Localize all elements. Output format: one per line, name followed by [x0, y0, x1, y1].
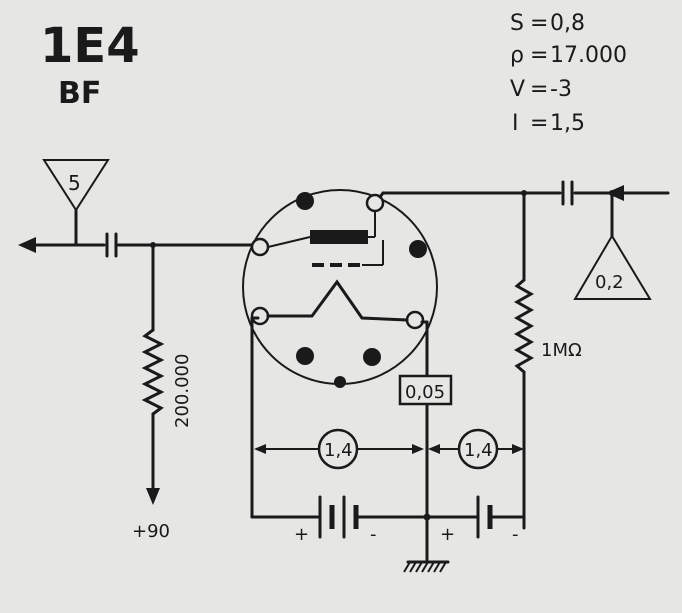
left-triangle	[42, 159, 110, 212]
tube-name: 1E4	[40, 18, 140, 74]
supply-arrow-icon	[146, 488, 160, 505]
tube-pin	[296, 192, 314, 210]
plate-resistor-label: 1MΩ	[541, 340, 582, 361]
battery-right-minus: -	[512, 524, 519, 545]
parameter-list: S = 0,8 ρ = 17.000 V = -3 I = 1,5	[510, 11, 627, 136]
param-symbol-s: S	[510, 11, 524, 36]
tube-function: BF	[58, 76, 101, 111]
tube-grid-lead	[267, 236, 311, 248]
tube-filament	[266, 279, 409, 322]
tube-plate	[310, 230, 368, 244]
voltage-circle-left	[317, 428, 359, 470]
tube-pin-filament-left	[250, 306, 270, 326]
filament-current-label: 0,05	[405, 382, 445, 403]
tube-key	[334, 376, 346, 388]
filament-current-box	[398, 374, 453, 406]
param-equals: =	[530, 43, 548, 68]
param-equals: =	[530, 77, 548, 102]
grid-resistor	[141, 328, 165, 416]
param-equals: =	[530, 111, 548, 136]
battery-left-plus: +	[294, 524, 309, 545]
ground-icon	[403, 560, 450, 573]
left-triangle-symbol: 5	[42, 159, 110, 247]
param-symbol-v: V	[510, 77, 525, 102]
input-capacitor	[561, 180, 574, 206]
param-value-i: 1,5	[550, 111, 585, 136]
plate-resistor	[513, 278, 535, 374]
right-triangle	[573, 234, 652, 300]
right-triangle-label: 0,2	[595, 272, 624, 293]
grid-resistor-label: 200.000	[172, 354, 193, 428]
tube-pin	[296, 347, 314, 365]
battery-left-minus: -	[370, 524, 377, 545]
left-triangle-label: 5	[68, 171, 81, 195]
tube-pin	[363, 348, 381, 366]
tube-pin-grid	[250, 237, 270, 257]
output-arrow-icon	[18, 237, 36, 253]
grid-bias-battery	[476, 495, 493, 539]
battery-left-voltage: 1,4	[324, 440, 353, 461]
tube-pin	[409, 240, 427, 258]
param-value-s: 0,8	[550, 11, 585, 36]
tube-pin-filament-right	[405, 310, 425, 330]
right-triangle-symbol: 0,2	[573, 234, 652, 300]
dimension-left: 1,4	[254, 428, 424, 470]
param-value-rho: 17.000	[550, 43, 627, 68]
param-value-v: -3	[550, 77, 572, 102]
param-symbol-i: I	[512, 111, 519, 136]
voltage-circle-right	[457, 428, 499, 470]
battery-right-plus: +	[440, 524, 455, 545]
tube-grid	[312, 240, 384, 267]
dimension-right: 1,4	[428, 428, 524, 470]
param-symbol-rho: ρ	[510, 43, 524, 68]
battery-right-voltage: 1,4	[464, 440, 493, 461]
filament-battery	[318, 495, 359, 539]
supply-label: +90	[132, 521, 170, 542]
param-equals: =	[530, 11, 548, 36]
grid-capacitor	[105, 232, 118, 258]
junction-dot	[423, 513, 431, 521]
